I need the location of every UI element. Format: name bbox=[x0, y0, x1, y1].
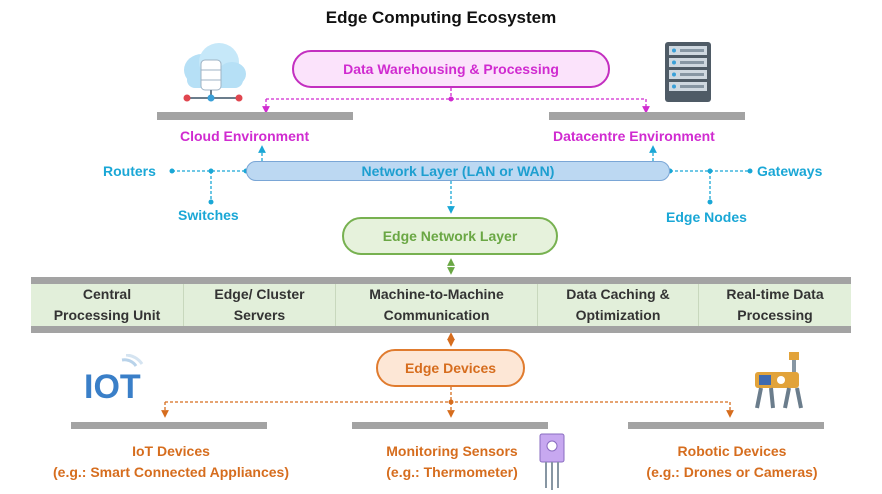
iot-shelf-bar bbox=[71, 422, 267, 429]
edge-network-layer-node: Edge Network Layer bbox=[342, 217, 558, 255]
datacentre-environment-label: Datacentre Environment bbox=[553, 128, 715, 144]
edge-devices-connector bbox=[161, 332, 734, 418]
iot-devices-label: IoT Devices(e.g.: Smart Connected Applia… bbox=[53, 443, 289, 480]
edge-nodes-label: Edge Nodes bbox=[666, 209, 747, 225]
warehouse-junction-dot bbox=[448, 96, 454, 102]
robotic-shelf-bar bbox=[628, 422, 824, 429]
diagram-title: Edge Computing Ecosystem bbox=[325, 8, 557, 27]
iot-logo-icon: IOT bbox=[84, 354, 144, 404]
network-layer-node: Network Layer (LAN or WAN) bbox=[246, 161, 670, 181]
cloud-environment-label: Cloud Environment bbox=[180, 128, 310, 144]
edge-devices-node: Edge Devices bbox=[376, 349, 525, 387]
datacentre-shelf-bar bbox=[549, 112, 745, 120]
sensors-shelf-bar bbox=[352, 422, 548, 429]
data-warehousing-node: Data Warehousing & Processing bbox=[292, 50, 610, 88]
devices-junction-dot bbox=[448, 399, 454, 405]
robotic-devices-label: Robotic Devices(e.g.: Drones or Cameras) bbox=[646, 443, 818, 480]
monitoring-sensors-label: Monitoring Sensors(e.g.: Thermometer) bbox=[386, 443, 518, 480]
routers-label: Routers bbox=[103, 163, 156, 179]
robot-dog-icon bbox=[755, 352, 803, 409]
warehouse-connector bbox=[262, 88, 650, 114]
thermometer-sensor-icon bbox=[539, 433, 565, 490]
band-bottom-bar bbox=[31, 326, 851, 333]
gateways-label: Gateways bbox=[757, 163, 823, 179]
switches-label: Switches bbox=[178, 207, 239, 223]
server-rack-icon bbox=[665, 42, 711, 102]
band-cell-data-caching: Data Caching &Optimization bbox=[538, 284, 699, 326]
svg-text:IOT: IOT bbox=[84, 368, 141, 404]
cloud-shelf-bar bbox=[157, 112, 353, 120]
cloud-database-icon bbox=[183, 43, 246, 102]
band-top-bar bbox=[31, 277, 851, 284]
